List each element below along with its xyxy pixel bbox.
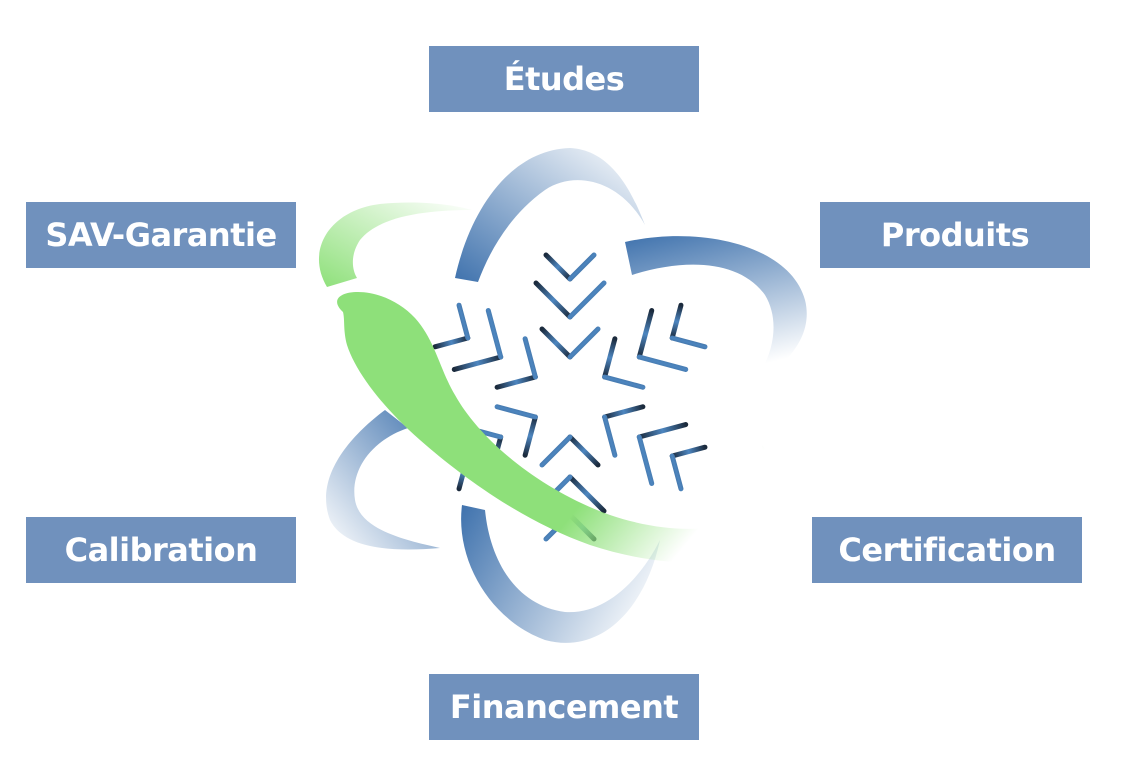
orbit-green-main <box>337 292 783 563</box>
label-produits-text: Produits <box>880 216 1030 254</box>
label-calibration[interactable]: Calibration <box>26 517 296 583</box>
label-certification[interactable]: Certification <box>812 517 1082 583</box>
orbit-left <box>326 410 440 550</box>
label-certification-text: Certification <box>838 531 1056 569</box>
label-etudes[interactable]: Études <box>429 46 699 112</box>
label-etudes-text: Études <box>503 60 625 98</box>
orbit-right <box>625 236 807 385</box>
label-calibration-text: Calibration <box>64 531 258 569</box>
label-financement[interactable]: Financement <box>429 674 699 740</box>
orbit-bottom <box>461 505 660 643</box>
snowflake-atom-icon <box>318 148 807 643</box>
label-sav-garantie[interactable]: SAV-Garantie <box>26 202 296 268</box>
label-produits[interactable]: Produits <box>820 202 1090 268</box>
orbit-green-top <box>318 202 472 287</box>
orbit-top <box>455 148 645 282</box>
label-sav-garantie-text: SAV-Garantie <box>45 216 277 254</box>
label-financement-text: Financement <box>449 688 679 726</box>
